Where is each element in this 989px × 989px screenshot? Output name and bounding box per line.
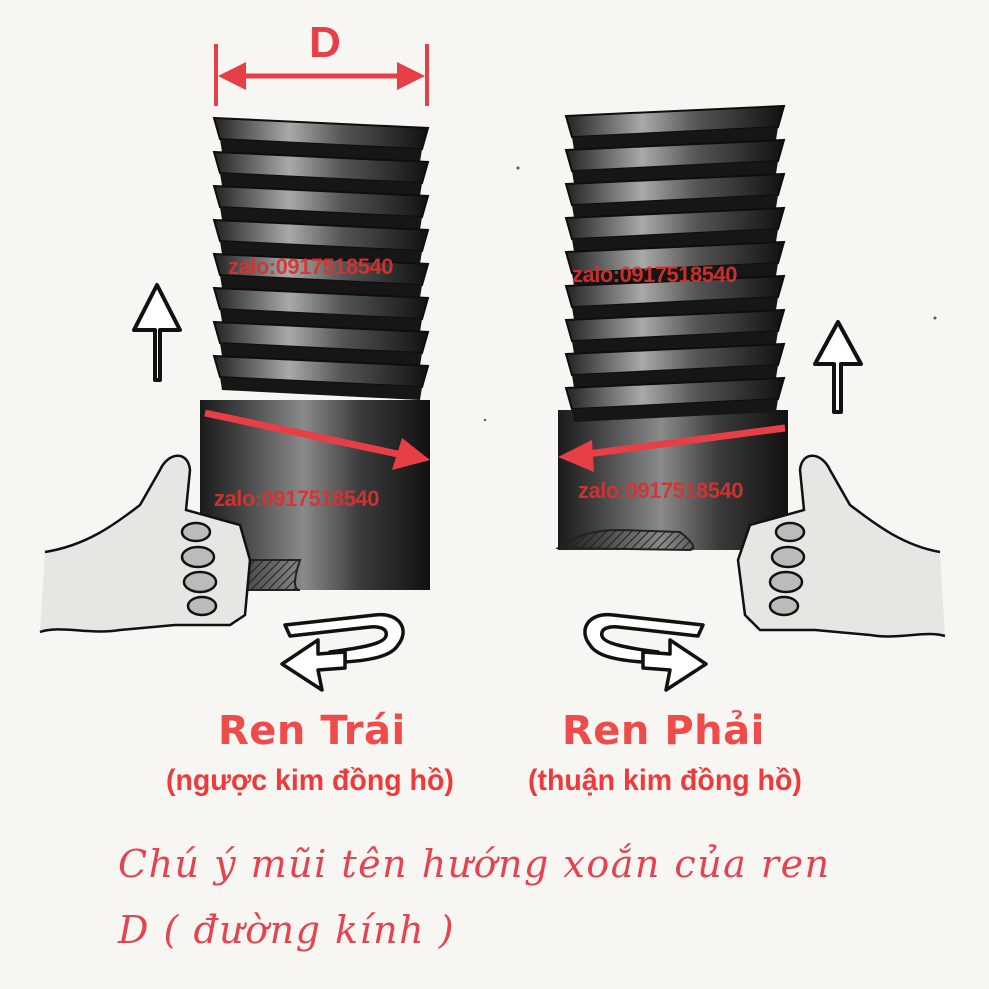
- thread-root: [572, 195, 778, 218]
- left-rotation-arrow-icon: [280, 612, 405, 692]
- watermark-text: zalo:0917518540: [214, 486, 379, 511]
- dimension-arrowhead-left-icon: [218, 62, 246, 90]
- thread-root: [220, 139, 422, 162]
- thread-root: [220, 275, 422, 298]
- left-thread-title: Ren Trái: [218, 708, 406, 754]
- left-hand-illustration: [39, 454, 252, 634]
- left-helix-arrowhead-icon: [392, 438, 430, 470]
- diameter-dimension: [214, 44, 429, 106]
- left-up-arrow-icon: [132, 283, 182, 382]
- right-thread-subtitle: (thuận kim đồng hồ): [528, 764, 802, 797]
- thread-root: [220, 173, 422, 196]
- thread-root: [572, 365, 778, 388]
- right-thread-title: Ren Phải: [562, 708, 765, 754]
- thread-root: [572, 331, 778, 354]
- thread-root: [572, 263, 778, 286]
- left-helix-direction-line: [204, 409, 413, 461]
- watermark-text: zalo:0917518540: [578, 478, 743, 503]
- thread-root: [572, 161, 778, 184]
- note-line-1: Chú ý mũi tên hướng xoắn của ren: [118, 842, 831, 886]
- left-thread-subtitle: (ngược kim đồng hồ): [166, 764, 454, 797]
- thread-root: [220, 309, 422, 332]
- left-hand-thread-bolt: [198, 116, 430, 591]
- watermark-text: zalo:0917518540: [228, 254, 393, 279]
- watermark-text: zalo:0917518540: [572, 262, 737, 287]
- diameter-label: D: [309, 18, 341, 67]
- thread-root: [572, 229, 778, 252]
- thread-root: [220, 207, 422, 230]
- thread-root: [572, 399, 778, 422]
- right-rotation-arrow-icon: [583, 612, 708, 692]
- right-up-arrow-icon: [813, 320, 863, 414]
- note-line-2: D ( đường kính ): [118, 908, 456, 952]
- right-helix-arrowhead-icon: [558, 440, 594, 472]
- thread-root: [572, 297, 778, 320]
- thread-root: [220, 343, 422, 366]
- right-hand-illustration: [736, 454, 946, 638]
- right-helix-direction-line: [579, 424, 786, 459]
- thread-root: [572, 127, 778, 150]
- thread-root: [220, 241, 422, 264]
- thread-root: [220, 377, 422, 400]
- dimension-arrowhead-right-icon: [397, 62, 425, 90]
- right-hand-thread-bolt: [555, 104, 788, 552]
